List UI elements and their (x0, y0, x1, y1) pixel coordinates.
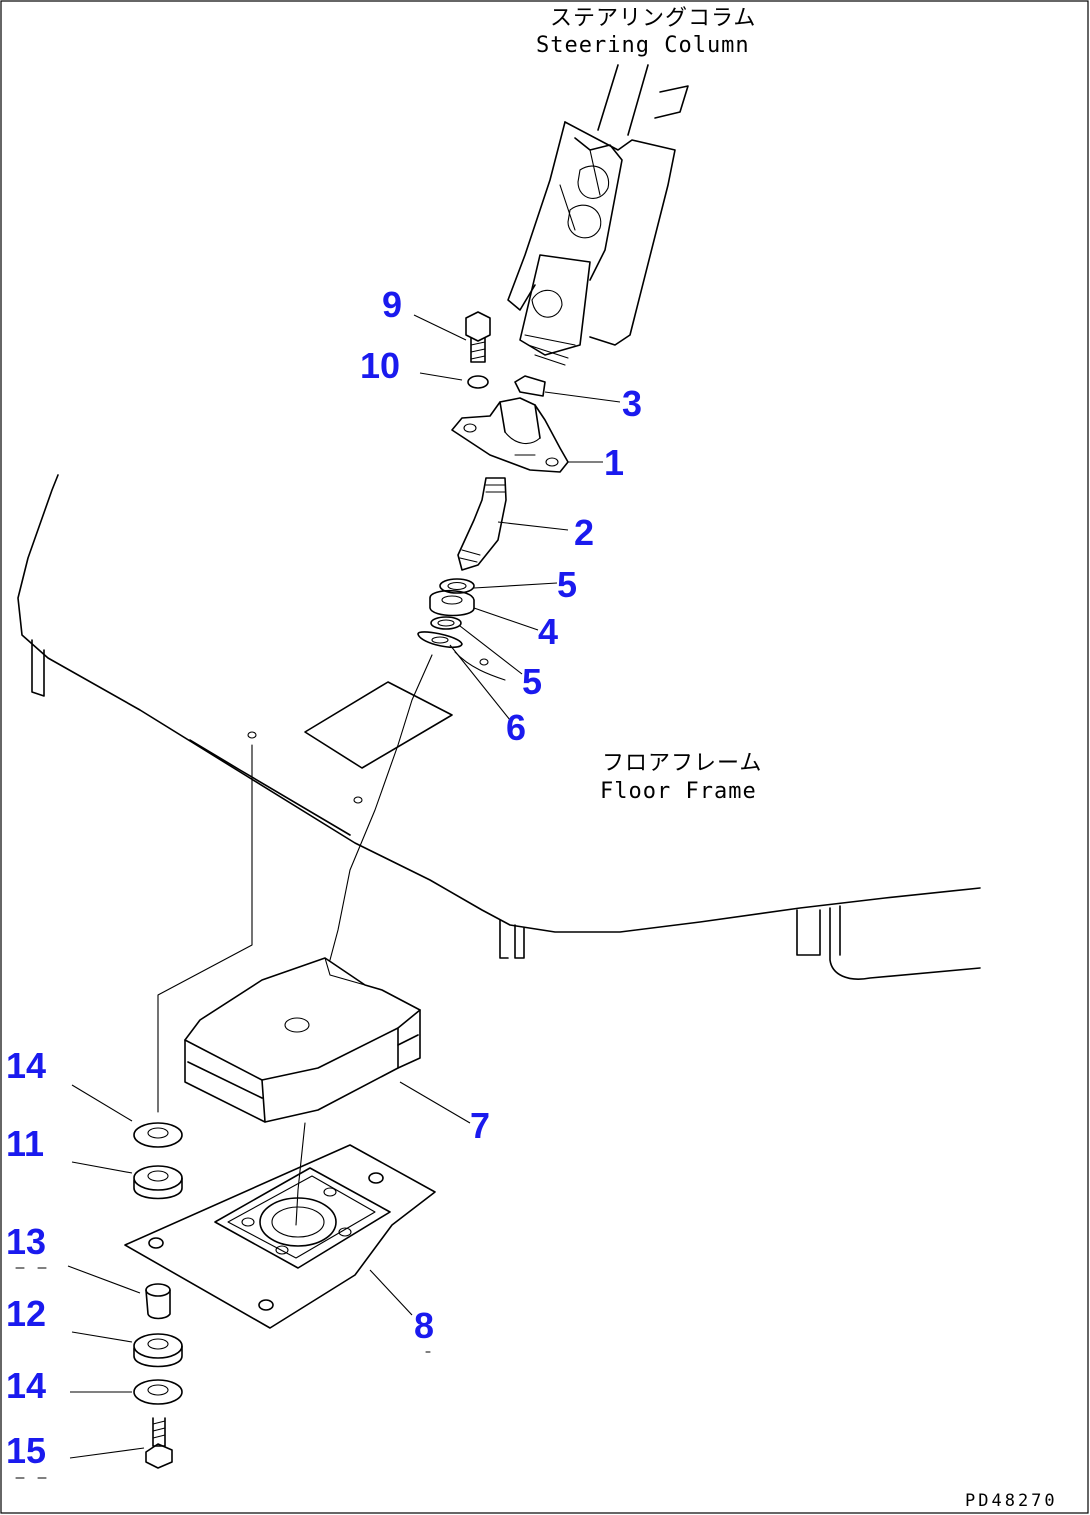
shaft-part-2 (457, 477, 507, 571)
spacer-part-13 (145, 1283, 171, 1320)
callout-12: 12 (6, 1293, 46, 1334)
steering-column-label-en: Steering Column (536, 33, 750, 58)
washer-part-14-upper (133, 1122, 183, 1148)
floor-frame-label-jp: フロアフレーム (602, 751, 762, 776)
callout-8: 8 (414, 1305, 434, 1346)
plate-part-8 (124, 1144, 436, 1329)
bracket-part-1 (451, 397, 569, 473)
callout-14-upper: 14 (6, 1045, 46, 1086)
guide-lines (157, 651, 506, 1226)
drawing-id: PD48270 (965, 1491, 1058, 1511)
callout-10: 10 (360, 345, 400, 386)
bushing-part-3 (514, 375, 546, 397)
callout-6: 6 (506, 707, 526, 748)
callout-7: 7 (470, 1105, 490, 1146)
cushion-part-12 (133, 1333, 183, 1368)
callout-9: 9 (382, 284, 402, 325)
floor-frame-label-en: Floor Frame (600, 779, 757, 804)
callout-5-lower: 5 (522, 661, 542, 702)
steering-column-label-jp: ステアリングコラム (550, 6, 756, 31)
leader-lines (67, 314, 621, 1459)
callout-14-lower: 14 (6, 1365, 46, 1406)
callout-1: 1 (604, 442, 624, 483)
bolt-part-15 (145, 1417, 173, 1469)
bolt-part-9 (465, 311, 491, 363)
cushion-part-11 (133, 1165, 183, 1200)
washer-part-14-lower (133, 1379, 183, 1405)
floor-frame (17, 474, 981, 980)
callout-ticks (15, 1267, 431, 1479)
steering-column (507, 64, 689, 366)
washer-part-10 (467, 375, 489, 389)
cushion-part-7 (184, 957, 421, 1123)
callout-11: 11 (6, 1123, 44, 1164)
washer-stack (417, 578, 489, 666)
callout-5-upper: 5 (557, 564, 577, 605)
callout-13: 13 (6, 1221, 46, 1262)
callout-2: 2 (574, 512, 594, 553)
callout-3: 3 (622, 383, 642, 424)
callout-15: 15 (6, 1430, 46, 1471)
callout-4: 4 (538, 611, 558, 652)
